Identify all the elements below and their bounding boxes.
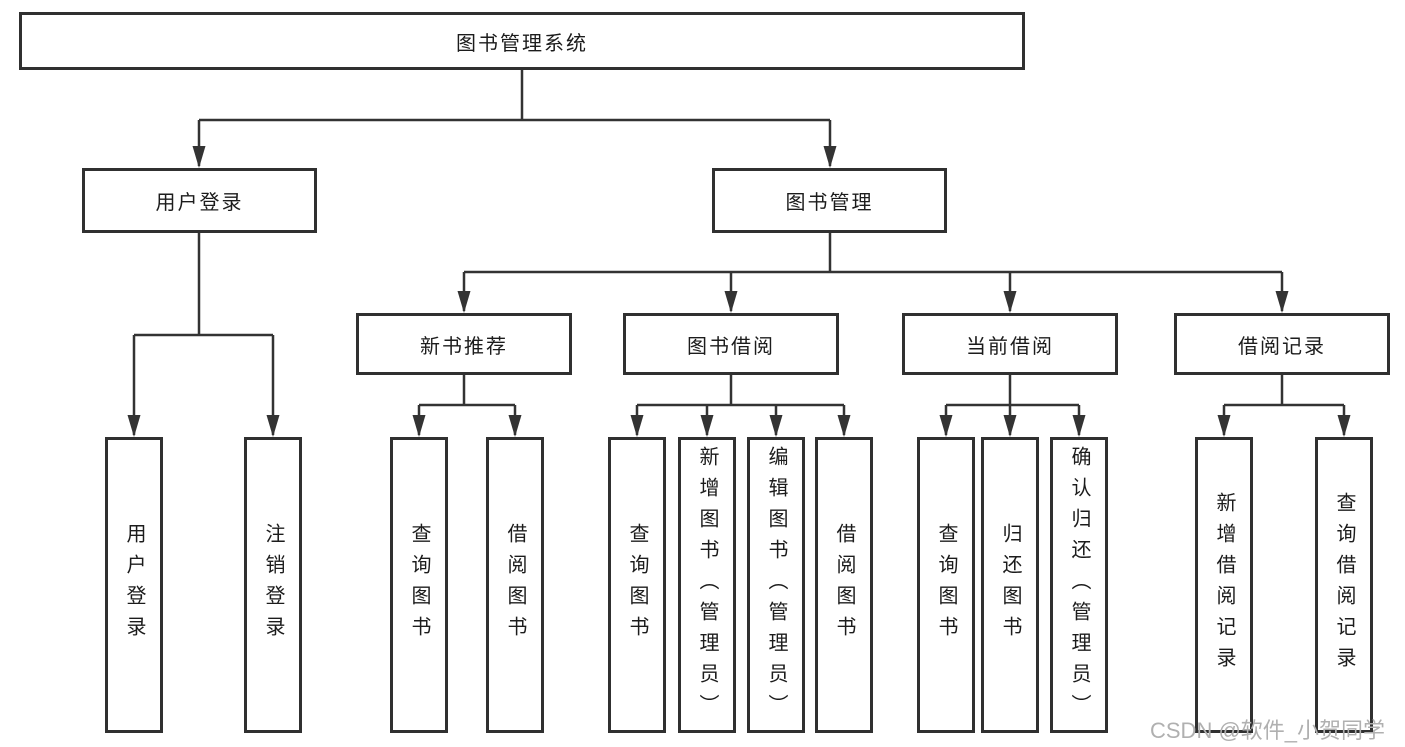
node-root: 图书管理系统 (19, 12, 1025, 70)
node-user-login-label: 用户登录 (155, 192, 244, 214)
leaf-query-books-borrow-label: 查询图书 (626, 523, 648, 647)
node-current-borrowing: 当前借阅 (902, 313, 1118, 375)
leaf-add-borrow-record: 新增借阅记录 (1195, 437, 1253, 733)
leaf-borrow-books-recommend: 借阅图书 (486, 437, 544, 733)
leaf-add-book-admin: 新增图书（管理员） (678, 437, 736, 733)
leaf-query-books-recommend-label: 查询图书 (408, 523, 430, 647)
node-new-book-recommend: 新书推荐 (356, 313, 572, 375)
leaf-return-book-label: 归还图书 (999, 523, 1021, 647)
leaf-add-book-admin-label: 新增图书（管理员） (696, 445, 718, 725)
node-root-label: 图书管理系统 (456, 32, 588, 55)
leaf-logout: 注销登录 (244, 437, 302, 733)
node-user-login: 用户登录 (82, 168, 317, 233)
leaf-confirm-return-admin-label: 确认归还（管理员） (1068, 445, 1090, 725)
leaf-logout-label: 注销登录 (262, 523, 284, 647)
leaf-query-books-current: 查询图书 (917, 437, 975, 733)
leaf-edit-book-admin-label: 编辑图书（管理员） (765, 445, 787, 725)
node-book-management: 图书管理 (712, 168, 947, 233)
node-new-book-recommend-label: 新书推荐 (420, 335, 508, 358)
csdn-watermark: CSDN @软件_小贺同学 (1150, 718, 1386, 743)
leaf-borrow-books-recommend-label: 借阅图书 (504, 523, 526, 647)
node-book-management-label: 图书管理 (785, 192, 874, 214)
leaf-return-book: 归还图书 (981, 437, 1039, 733)
leaf-user-login-label: 用户登录 (123, 523, 145, 647)
node-borrowing-records: 借阅记录 (1174, 313, 1390, 375)
leaf-borrow-books-label: 借阅图书 (833, 523, 855, 647)
leaf-query-books-recommend: 查询图书 (390, 437, 448, 733)
leaf-query-books-borrow: 查询图书 (608, 437, 666, 733)
node-borrowing-records-label: 借阅记录 (1238, 335, 1326, 358)
leaf-query-borrow-record: 查询借阅记录 (1315, 437, 1373, 733)
leaf-borrow-books: 借阅图书 (815, 437, 873, 733)
node-book-borrowing-label: 图书借阅 (687, 335, 775, 358)
leaf-query-borrow-record-label: 查询借阅记录 (1333, 492, 1355, 678)
node-book-borrowing: 图书借阅 (623, 313, 839, 375)
leaf-query-books-current-label: 查询图书 (935, 523, 957, 647)
leaf-user-login: 用户登录 (105, 437, 163, 733)
node-current-borrowing-label: 当前借阅 (966, 335, 1054, 358)
leaf-confirm-return-admin: 确认归还（管理员） (1050, 437, 1108, 733)
leaf-edit-book-admin: 编辑图书（管理员） (747, 437, 805, 733)
leaf-add-borrow-record-label: 新增借阅记录 (1213, 492, 1235, 678)
